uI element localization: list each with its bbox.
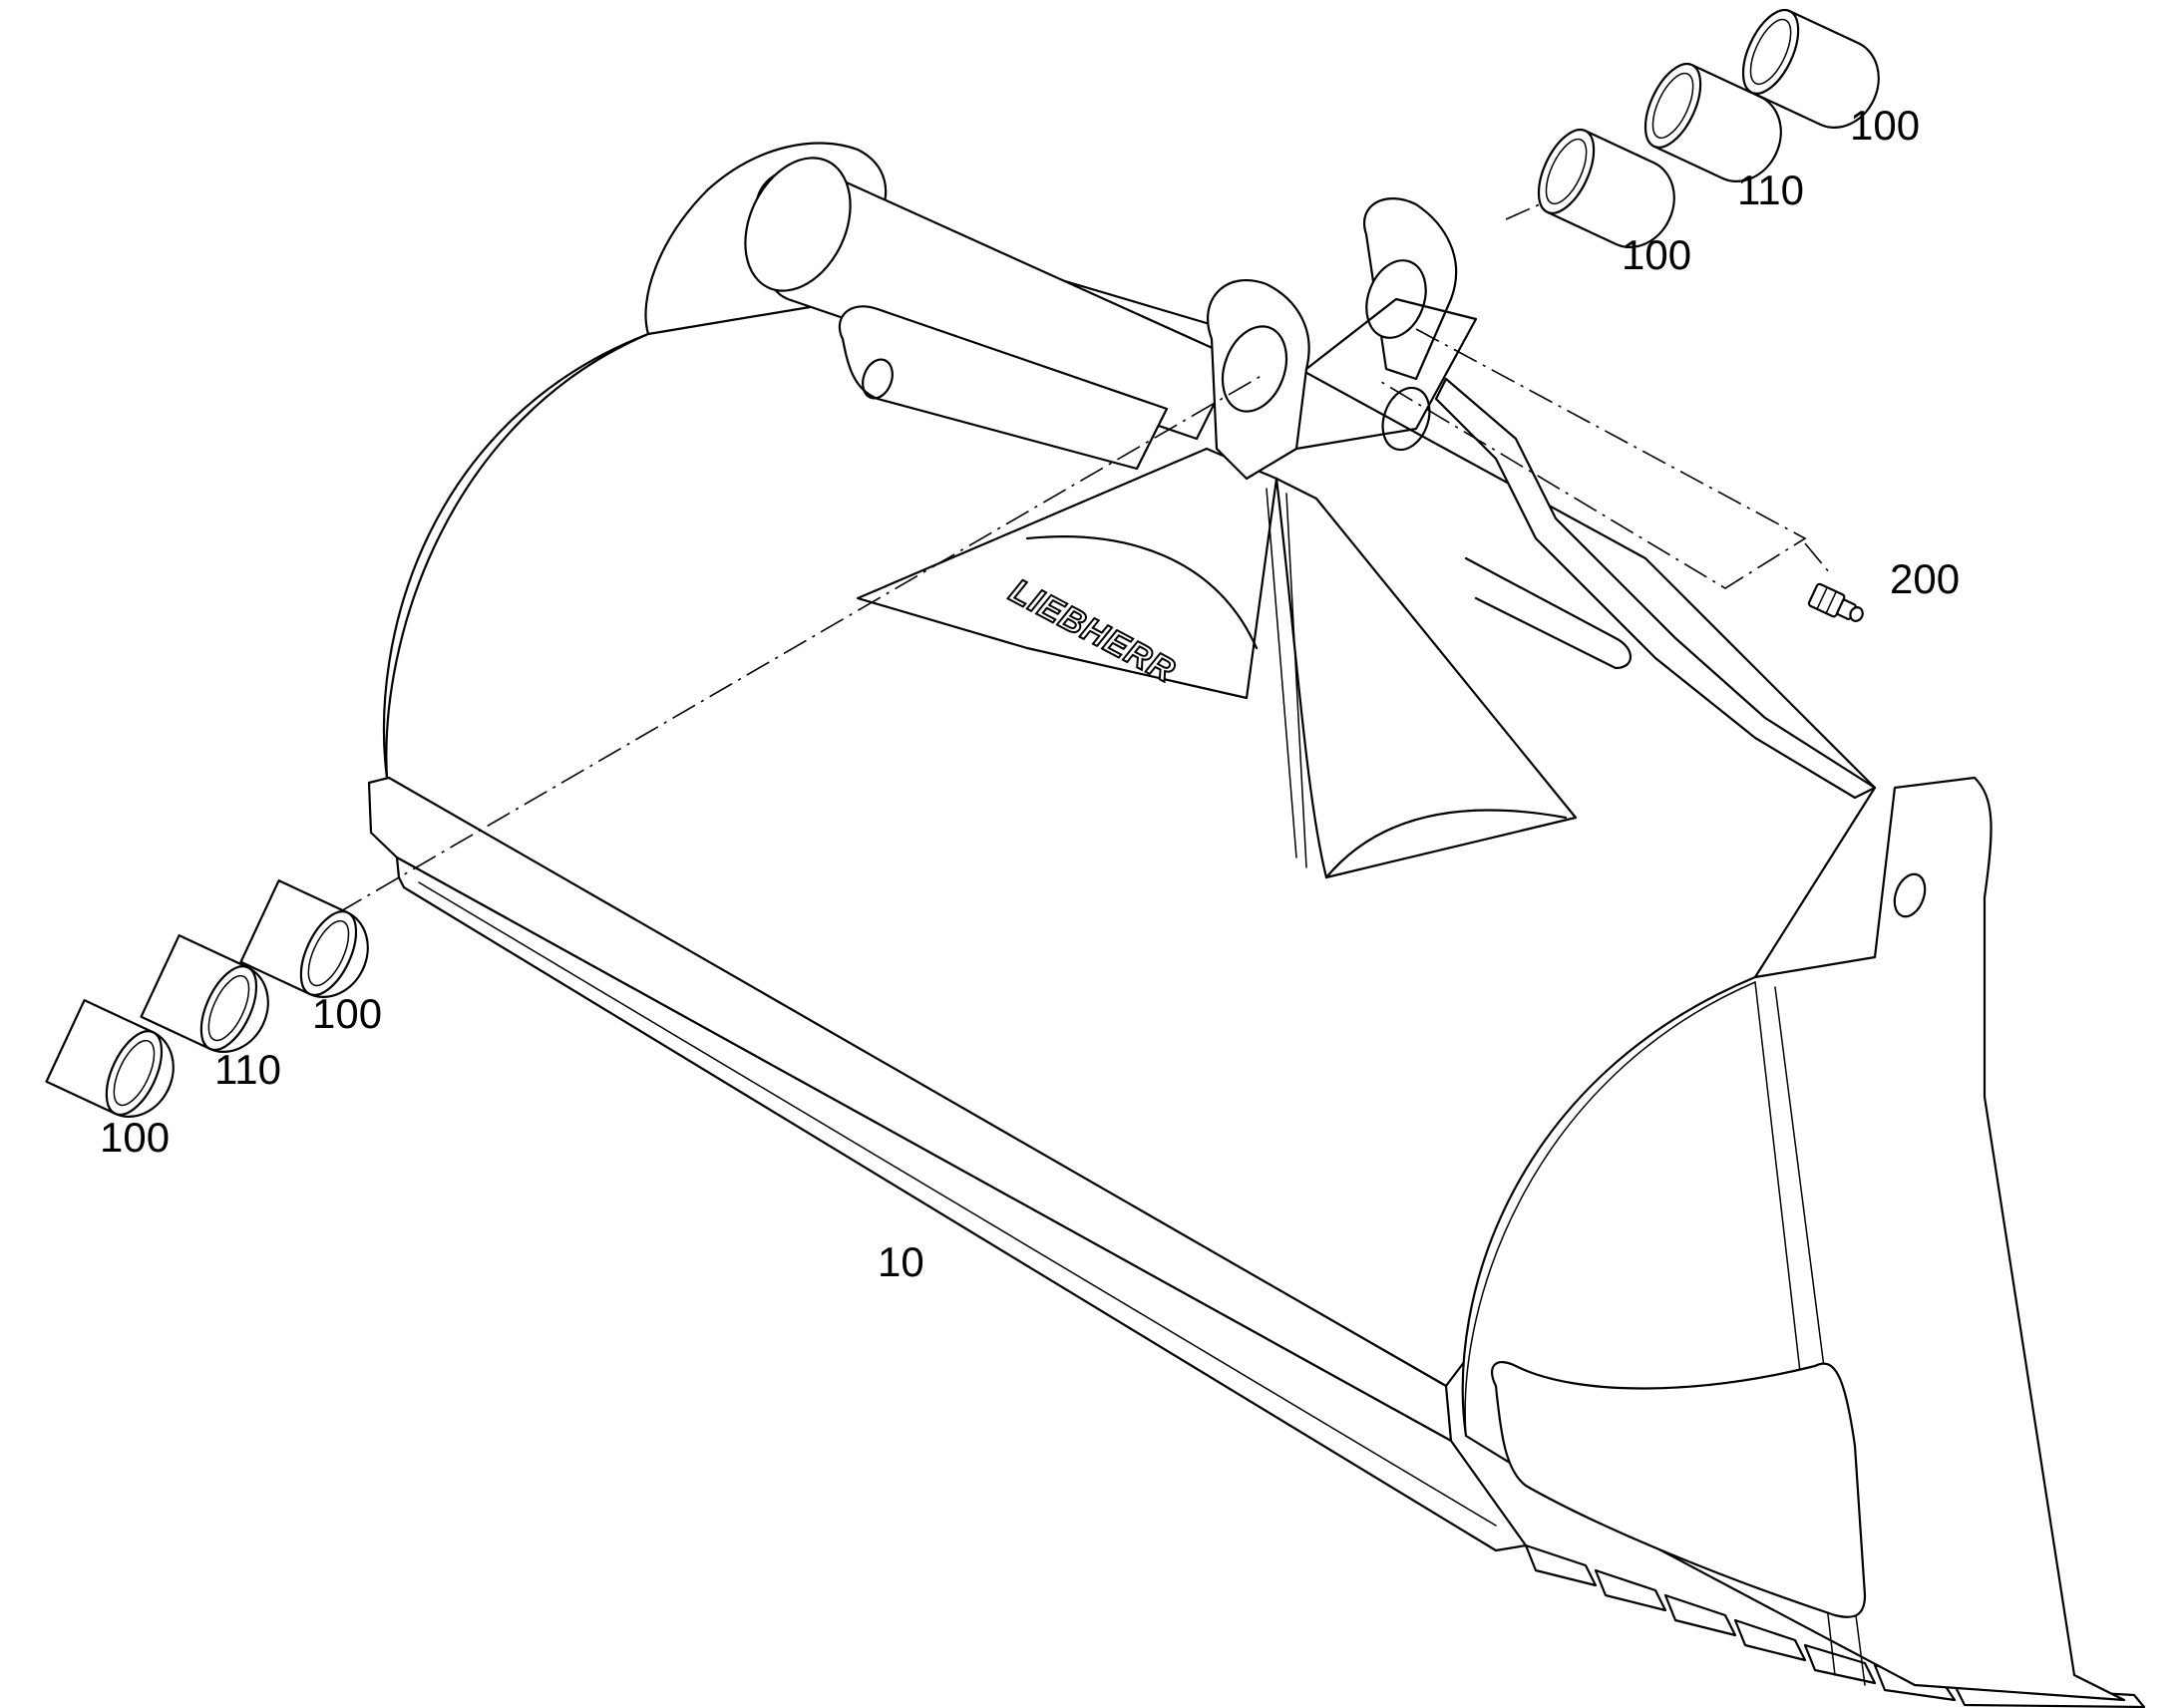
bushing-top-middle [1643, 63, 1782, 182]
bucket-lower-edge-line [418, 881, 1497, 1527]
callout-10-bucket: 10 [878, 1238, 924, 1285]
bucket-lower-edge [395, 855, 1528, 1552]
grease-nipple [1807, 582, 1864, 622]
bushing-bottom-outer [45, 999, 175, 1118]
hitch-curve-right [1324, 809, 1568, 879]
bucket-right-inner-curve [1464, 981, 1756, 1437]
bushing-top-inner [1537, 129, 1675, 248]
hitch-gusset-right [1274, 477, 1578, 879]
callout-labels: 100 110 100 200 100 110 100 10 [100, 102, 1960, 1285]
callout-100-bottom-left-inner: 100 [312, 990, 382, 1037]
bucket-right-cutout [1491, 1361, 1867, 1618]
centerline-grease-2 [1804, 542, 1831, 574]
hitch-curve-left [1025, 535, 1259, 650]
tube-end [744, 157, 852, 292]
hitch-lug-front-bore [1221, 325, 1288, 413]
callout-200-grease-nipple: 200 [1890, 555, 1960, 602]
hitch-side-hole [1381, 386, 1431, 452]
bucket-top-tube [644, 142, 1239, 471]
hitch-ridge-line-2 [1285, 493, 1307, 868]
centerline-grease [1375, 328, 1807, 589]
flange-slot [1464, 556, 1633, 670]
link-plate [838, 305, 1169, 471]
link-plate-hole [862, 358, 894, 400]
bucket-right-top-flange [1434, 377, 1877, 800]
callout-100-top-right-inner: 100 [1622, 231, 1691, 278]
callout-100-top-right-outer: 100 [1850, 102, 1920, 149]
right-side-hole [1893, 872, 1927, 918]
bushing-bottom-middle [140, 934, 269, 1053]
callout-110-top-right: 110 [1737, 167, 1804, 213]
hitch-ridge-line [1266, 488, 1297, 858]
callout-110-bottom-left: 110 [214, 1046, 281, 1093]
callout-100-bottom-left-outer: 100 [100, 1114, 170, 1161]
bucket-body [367, 247, 2146, 1708]
centerline-left [338, 373, 1266, 913]
hitch-lug-body [1294, 297, 1478, 451]
central-hitch [856, 197, 1578, 879]
bushing-top-outer [1741, 9, 1880, 129]
hitch-gusset-left [856, 447, 1278, 700]
bushing-bottom-inner [239, 879, 369, 998]
